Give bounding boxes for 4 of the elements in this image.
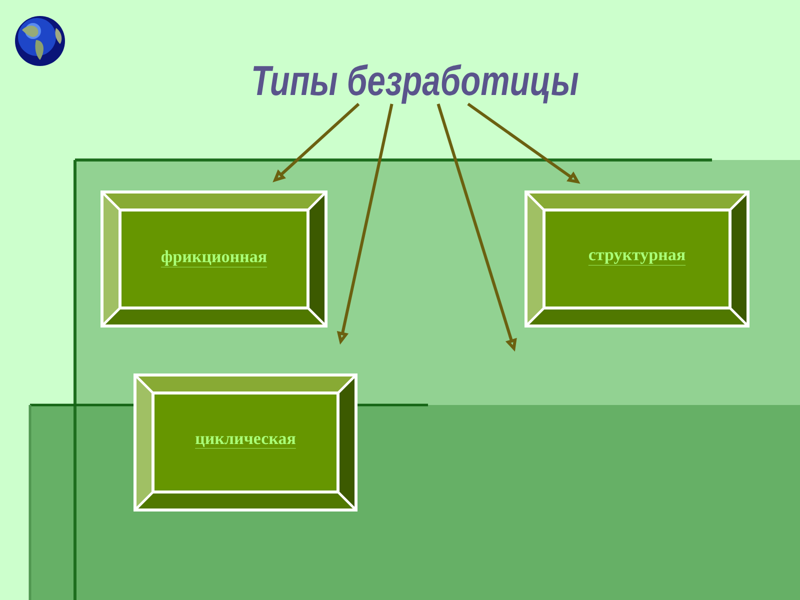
bevel-box: фрикционная — [100, 190, 328, 328]
title-text: Типы безработицы — [253, 64, 578, 104]
bevel-box: циклическая — [134, 374, 358, 512]
bevel-box: структурная — [524, 190, 750, 328]
